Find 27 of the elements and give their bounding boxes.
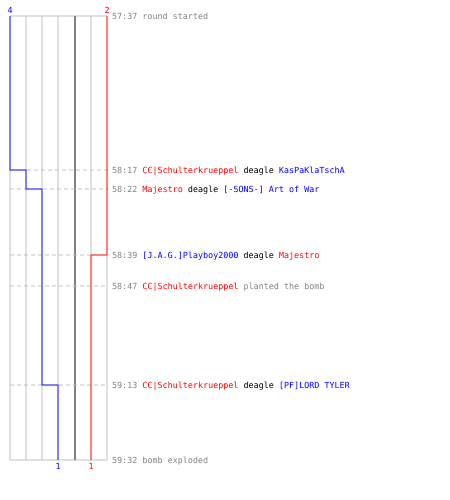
weapon-name: deagle [188,186,218,194]
player-count: 2 [105,6,109,13]
timestamp: 57:37 [112,12,137,20]
event-text: bomb exploded [143,456,208,465]
timestamp: 58:39 [112,252,137,258]
timestamp: 58:22 [112,186,137,192]
timestamp: 58:17 [112,166,137,174]
player-name: CC|Schulterkrueppel [142,282,238,291]
weapon-name: deagle [244,166,274,175]
player-name: CC|Schulterkrueppel [142,166,238,175]
player-name: CC|Schulterkrueppel [142,382,238,390]
player-name: KasPaKlaTschA [279,166,344,174]
timestamp: 59:13 [112,382,137,388]
event-text: round started [144,12,208,20]
player-name: Majestro [279,252,319,260]
player-name: [PF]LORD TYLER [280,382,350,390]
player-name: [J.A.G.]Playboy2000 [144,252,238,260]
timestamp: 59:32 [112,456,137,464]
timestamp: 58:47 [112,282,137,290]
player-count: 4 [8,6,12,13]
player-name: Majestro [142,186,182,194]
weapon-name: deagle [244,252,274,260]
player-count: 1 [89,462,93,469]
player-name: [-SONS-] Art of War [225,186,320,194]
player-count: 1 [56,462,60,469]
event-text: planted the bomb [244,282,324,291]
weapon-name: deagle [244,382,274,390]
